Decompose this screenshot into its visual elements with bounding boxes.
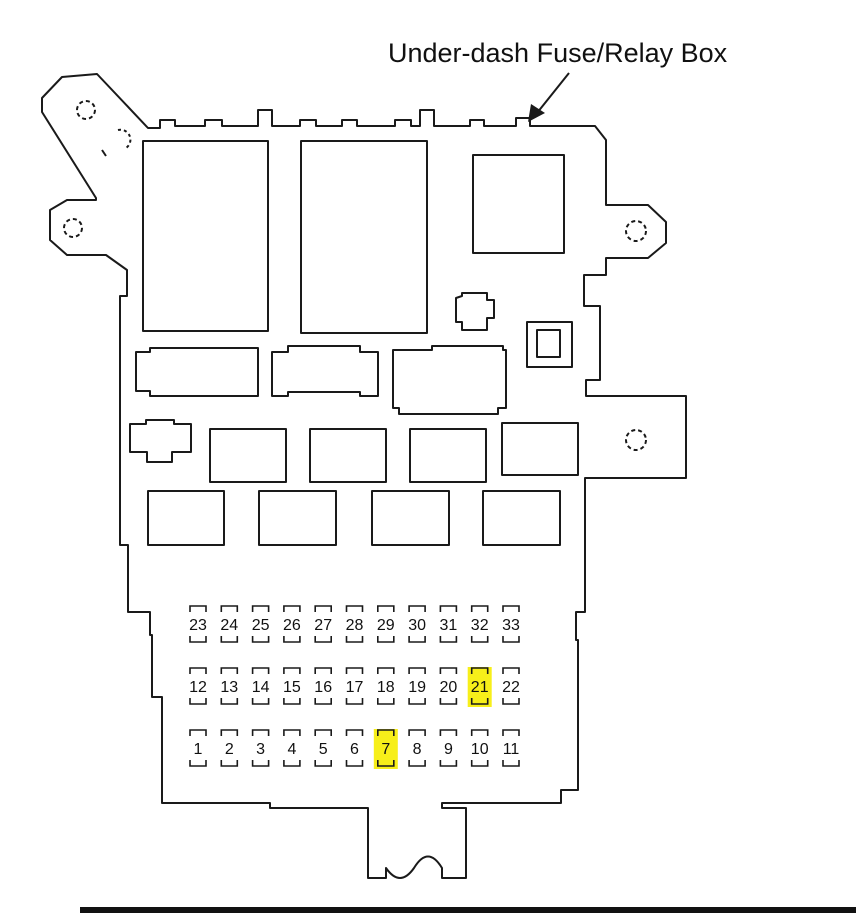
fuse-number-8: 8 [413,741,422,758]
fuse-slot-19: 19 [408,667,426,705]
mount-hole-top-left [76,100,96,120]
relay-large-1 [142,140,269,332]
fuse-number-15: 15 [283,679,301,696]
fuse-slot-33: 33 [502,605,520,643]
fuse-slot-15: 15 [283,667,301,705]
fuse-slot-7: 7 [373,729,398,769]
fuse-number-3: 3 [256,741,265,758]
fuse-number-27: 27 [314,617,332,634]
mount-hole-right [625,220,647,242]
fuse-number-7: 7 [381,741,390,758]
fuse-slot-13: 13 [220,667,238,705]
mount-hole-left [63,218,83,238]
fuse-slot-2: 2 [220,729,239,767]
square-socket-inner [536,329,561,358]
holder-3 [392,345,507,415]
fuse-slot-4: 4 [283,729,301,767]
small-connector [455,292,495,331]
fuse-number-4: 4 [287,741,296,758]
fuse-number-33: 33 [502,617,520,634]
fuse-slot-28: 28 [346,605,364,643]
fuse-slot-29: 29 [377,605,395,643]
fuse-number-24: 24 [220,617,238,634]
relay-mid-1 [209,428,287,483]
fuse-number-12: 12 [189,679,207,696]
fuse-number-18: 18 [377,679,395,696]
fuse-number-11: 11 [503,741,520,758]
fuse-slot-25: 25 [252,605,270,643]
fuse-number-25: 25 [252,617,270,634]
fuse-number-26: 26 [283,617,301,634]
bottom-divider [80,907,856,913]
fuse-number-29: 29 [377,617,395,634]
relay-large-2 [300,140,428,334]
fuse-slot-31: 31 [440,605,458,643]
fuse-number-22: 22 [502,679,520,696]
fuse-slot-5: 5 [314,729,332,767]
fuse-slot-23: 23 [189,605,207,643]
fuse-slot-26: 26 [283,605,301,643]
relay-mid-4 [501,422,579,476]
fuse-number-5: 5 [319,741,328,758]
fuse-slot-16: 16 [314,667,332,705]
fuse-slot-27: 27 [314,605,332,643]
fuse-number-13: 13 [220,679,238,696]
fuse-slot-10: 10 [471,729,489,767]
fuse-number-20: 20 [440,679,458,696]
fuse-number-21: 21 [471,679,489,696]
holder-1 [135,347,259,397]
fuse-number-1: 1 [194,741,203,758]
relay-low-1 [147,490,225,546]
holder-2 [271,345,379,397]
relay-low-3 [371,490,450,546]
fuse-number-14: 14 [252,679,270,696]
relay-mid-2 [309,428,387,483]
relay-low-2 [258,490,337,546]
fuse-number-23: 23 [189,617,207,634]
fuse-number-6: 6 [350,741,359,758]
fuse-slot-14: 14 [252,667,270,705]
mount-hole-right-lower [625,429,647,451]
fuse-number-16: 16 [314,679,332,696]
fuse-slot-17: 17 [346,667,364,705]
diagram-title: Under-dash Fuse/Relay Box [388,38,728,68]
relay-low-4 [482,490,561,546]
fuse-slot-22: 22 [502,667,520,705]
connector-left [129,419,192,463]
fuse-slot-20: 20 [440,667,458,705]
fuse-box-housing [41,73,687,879]
fuse-number-19: 19 [408,679,426,696]
fuse-number-9: 9 [444,741,453,758]
fuse-slot-3: 3 [251,729,270,767]
fuse-number-2: 2 [225,741,234,758]
fuse-slot-6: 6 [345,729,364,767]
fuse-slot-32: 32 [471,605,489,643]
fuse-number-28: 28 [346,617,364,634]
callout-arrow [528,72,570,122]
fuse-number-32: 32 [471,617,489,634]
fuse-slot-11: 11 [502,729,520,767]
fuse-slot-9: 9 [439,729,458,767]
square-socket [526,321,573,368]
fuse-slot-8: 8 [408,729,426,767]
fuse-slot-30: 30 [408,605,426,643]
fuse-number-10: 10 [471,741,489,758]
fuse-number-17: 17 [346,679,364,696]
fuse-slot-1: 1 [189,729,207,767]
fuse-slot-24: 24 [220,605,238,643]
fuse-slot-18: 18 [377,667,395,705]
relay-mid-3 [409,428,487,483]
relay-top-right [472,154,565,254]
fuse-number-30: 30 [408,617,426,634]
fuse-number-31: 31 [440,617,458,634]
fuse-slot-12: 12 [189,667,207,705]
fuse-slot-21: 21 [467,667,492,707]
